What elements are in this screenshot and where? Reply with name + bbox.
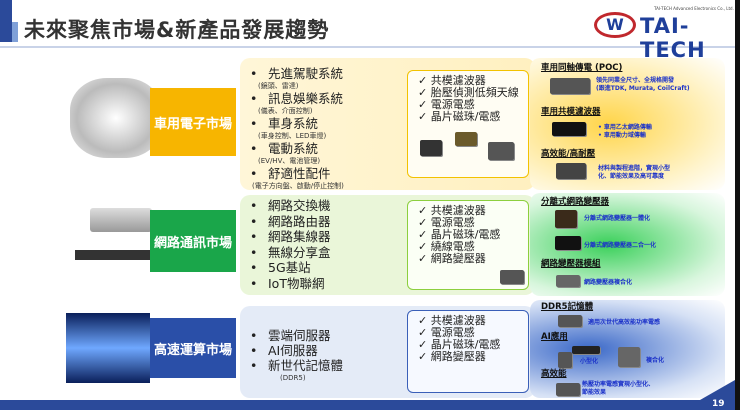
window-edge [735, 0, 740, 410]
bullet: 新世代記憶體 [242, 358, 343, 373]
product-item: 共模濾波器 [418, 315, 528, 327]
desc-line: 領先同業全尺寸、全規格開發 [596, 77, 675, 84]
power-inductor-image [556, 163, 586, 179]
product-item: 繞線電感 [418, 241, 528, 253]
bullet: 網路路由器 [242, 214, 331, 230]
desc-line: • 車用乙太網路傳輸 [598, 124, 652, 131]
product-item: 晶片磁珠/電感 [418, 229, 528, 241]
footer-bar [0, 400, 735, 410]
row-label-network: 網路通訊市場 [150, 210, 236, 272]
bullet: 網路交換機 [242, 198, 331, 214]
feature-heading: 網路變壓器模組 [541, 259, 601, 269]
title-accent [0, 0, 12, 42]
bullet: 訊息娛樂系統 [242, 91, 344, 106]
slide-title: 未來聚焦市場&新產品發展趨勢 [24, 18, 330, 42]
desc-line: 材料與製程進階，實現小型 [598, 165, 671, 172]
product-item: 網路變壓器 [418, 351, 528, 363]
product-item: 胎壓偵測低頻天線 [418, 87, 528, 99]
network-bullets: 網路交換機 網路路由器 網路集線器 無線分享盒 5G基站 IoT物聯網 [242, 198, 331, 291]
bullet-sub: (儀表、介面控制) [258, 107, 313, 115]
desc-line: • 車用動力域傳輸 [598, 132, 646, 139]
bullet: 網路集線器 [242, 229, 331, 245]
feature-heading: 高效能 [541, 369, 567, 379]
desc-line: (跟進TDK, Murata, CoilCraft) [596, 85, 690, 92]
hot-press-inductor-image [556, 383, 580, 396]
ai-inductor-image [572, 346, 600, 354]
feature-heading: 車用同軸傳電 (POC) [541, 63, 623, 73]
feature-desc: 材料與製程進階，實現小型化、節能效果及高可靠度 [598, 165, 670, 181]
bullet: AI伺服器 [242, 343, 343, 358]
hpc-bullets: 雲端伺服器 AI伺服器 新世代記憶體 (DDR5) [242, 328, 343, 383]
feature-desc: 複合化 [646, 357, 665, 364]
bullet: 先進駕駛系統 [242, 66, 344, 81]
company-logo: W TAI-TECH Advanced Electronics Co., Ltd… [592, 6, 734, 62]
hpc-products-box: 共模濾波器 電源電感 晶片磁珠/電感 網路變壓器 [407, 310, 529, 393]
module-image [556, 275, 580, 287]
row-label-auto: 車用電子市場 [150, 88, 236, 156]
header-divider [0, 46, 735, 48]
title-accent-small [12, 22, 18, 42]
bullet-sub: (DDR5) [280, 374, 306, 382]
cmf-image [552, 122, 586, 136]
auto-products-box: 共模濾波器 胎壓偵測低頻天線 電源電感 晶片磁珠/電感 [407, 70, 529, 178]
logo-text: TAI-TECH [640, 14, 706, 62]
product-item: 電源電感 [418, 217, 528, 229]
feature-desc: • 車用乙太網路傳輸• 車用動力域傳輸 [598, 124, 652, 140]
poc-inductor-image [550, 78, 590, 94]
bullet-sub: (EV/HV、電池管理) [258, 157, 321, 165]
product-item: 電源電感 [418, 99, 528, 111]
component-image [488, 142, 514, 160]
product-item: 晶片磁珠/電感 [418, 339, 528, 351]
logo-mark-icon: W [594, 12, 636, 38]
desc-line: 節能效果 [582, 389, 607, 396]
feature-heading: DDR5記憶體 [541, 302, 594, 312]
logo-subtitle: TAI-TECH Advanced Electronics Co., Ltd. [654, 6, 734, 11]
bullet: 雲端伺服器 [242, 328, 343, 343]
bullet: IoT物聯網 [242, 276, 331, 292]
product-item: 晶片磁珠/電感 [418, 111, 528, 123]
feature-desc: 熱壓功率電感實現小型化、節能效果 [582, 381, 654, 397]
feature-heading: 車用共模濾波器 [541, 107, 601, 117]
bullet: 電動系統 [242, 141, 344, 156]
component-image [420, 140, 442, 156]
feature-heading: 高效能/高耐壓 [541, 149, 596, 159]
car-image [70, 78, 162, 158]
component-image [500, 270, 524, 284]
auto-bullets: 先進駕駛系統(鏡頭、雷達) 訊息娛樂系統(儀表、介面控制) 車身系統(車身控制、… [242, 66, 344, 191]
router-image [90, 208, 152, 232]
datacenter-image [66, 313, 150, 383]
feature-desc: 分離式網路變壓器一體化 [584, 215, 651, 222]
transformer-image [555, 236, 581, 250]
ai-inductor-image [558, 352, 572, 368]
product-item: 共模濾波器 [418, 75, 528, 87]
transformer-image [555, 210, 577, 228]
feature-desc: 小型化 [580, 358, 599, 365]
desc-line: 熱壓功率電感實現小型化、 [582, 381, 655, 388]
product-item: 電源電感 [418, 327, 528, 339]
feature-heading: 分離式網路變壓器 [541, 197, 610, 207]
bullet-sub: (鏡頭、雷達) [258, 82, 299, 90]
bullet: 無線分享盒 [242, 245, 331, 261]
product-item: 共模濾波器 [418, 205, 528, 217]
ddr5-inductor-image [558, 315, 582, 327]
footer-corner [700, 380, 735, 400]
product-item: 網路變壓器 [418, 253, 528, 265]
bullet: 5G基站 [242, 260, 331, 276]
component-image [455, 132, 477, 146]
feature-desc: 領先同業全尺寸、全規格開發(跟進TDK, Murata, CoilCraft) [596, 77, 690, 93]
row-label-hpc: 高速運算市場 [150, 318, 236, 378]
composite-inductor-image [618, 347, 640, 367]
feature-heading: AI應用 [541, 332, 568, 342]
bullet-sub: (車身控制、LED車燈) [258, 132, 327, 140]
feature-desc: 網路變壓器複合化 [584, 279, 633, 286]
switch-image [75, 250, 165, 260]
feature-desc: 分離式網路變壓器二合一化 [584, 242, 657, 249]
bullet-sub: (電子方向盤、啟動/停止控制) [252, 182, 344, 190]
desc-line: 化、節能效果及高可靠度 [598, 173, 665, 180]
bullet: 舒適性配件 [242, 166, 344, 181]
bullet: 車身系統 [242, 116, 344, 131]
feature-desc: 適用次世代高效能功率電感 [588, 319, 661, 326]
page-number: 19 [712, 399, 725, 409]
